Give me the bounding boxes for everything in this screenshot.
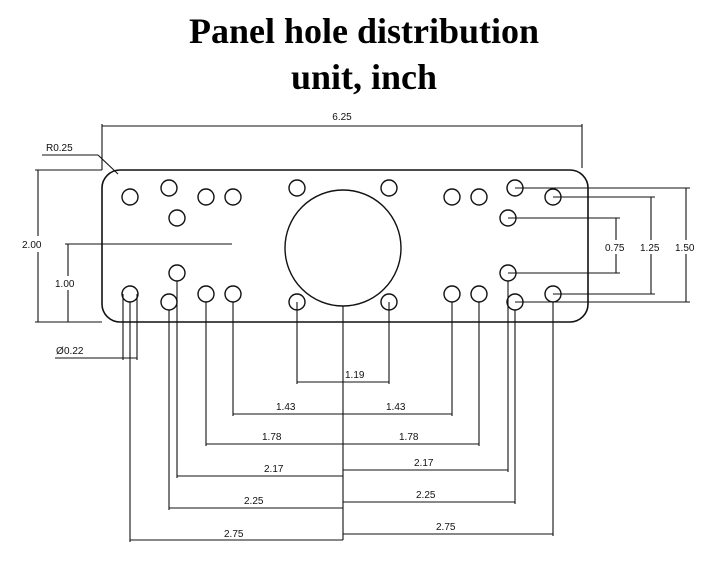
overall-width-dimension: 6.25 [101, 112, 583, 170]
hole [160, 293, 178, 311]
spacing-label: 2.17 [414, 458, 434, 469]
hole [224, 285, 242, 303]
diagram-title: Panel hole distribution [188, 11, 540, 51]
corner-radius-label: R0.25 [46, 143, 73, 154]
spacing-label: 2.25 [244, 496, 264, 507]
diameter-symbol: Ø [56, 346, 64, 357]
spacing-label: 1.78 [399, 432, 419, 443]
hole [470, 285, 488, 303]
half-height-label: 1.00 [55, 279, 75, 290]
hole [288, 179, 306, 197]
hole [168, 264, 186, 282]
center-large-hole [284, 189, 402, 307]
hole [168, 209, 186, 227]
spacing-label: 2.75 [436, 522, 456, 533]
spacing-label: 0.75 [605, 243, 625, 254]
hole [160, 179, 178, 197]
bottom-spacing-dimensions: 1.19 1.43 1.43 1.78 1.78 2.17 2.17 2.25 … [129, 281, 554, 542]
overall-height-label: 2.00 [22, 240, 42, 251]
hole [443, 188, 461, 206]
hole [121, 188, 139, 206]
spacing-label: 1.43 [386, 402, 406, 413]
mounting-holes [121, 179, 562, 311]
hole [380, 179, 398, 197]
half-height-dimension: 1.00 [55, 243, 232, 322]
hole [443, 285, 461, 303]
spacing-label: 2.75 [224, 529, 244, 540]
hole [121, 285, 139, 303]
hole-diameter-label: 0.22 [64, 346, 84, 357]
right-spacing-dimensions: 0.75 1.25 1.50 [508, 187, 700, 303]
spacing-label: 1.43 [276, 402, 296, 413]
panel-outline [101, 169, 589, 323]
spacing-label: 2.17 [264, 464, 284, 475]
hole [197, 188, 215, 206]
spacing-label: 2.25 [416, 490, 436, 501]
hole [470, 188, 488, 206]
overall-width-label: 6.25 [332, 112, 352, 123]
spacing-label: 1.19 [345, 370, 365, 381]
corner-radius-callout: R0.25 [42, 143, 119, 175]
hole [224, 188, 242, 206]
hole-diameter-dimension: Ø 0.22 [55, 294, 138, 360]
diagram-unit-subtitle: unit, inch [290, 57, 438, 97]
spacing-label: 1.25 [640, 243, 660, 254]
overall-height-dimension: 2.00 [22, 169, 102, 323]
hole [197, 285, 215, 303]
spacing-label: 1.78 [262, 432, 282, 443]
spacing-label: 1.50 [675, 243, 695, 254]
